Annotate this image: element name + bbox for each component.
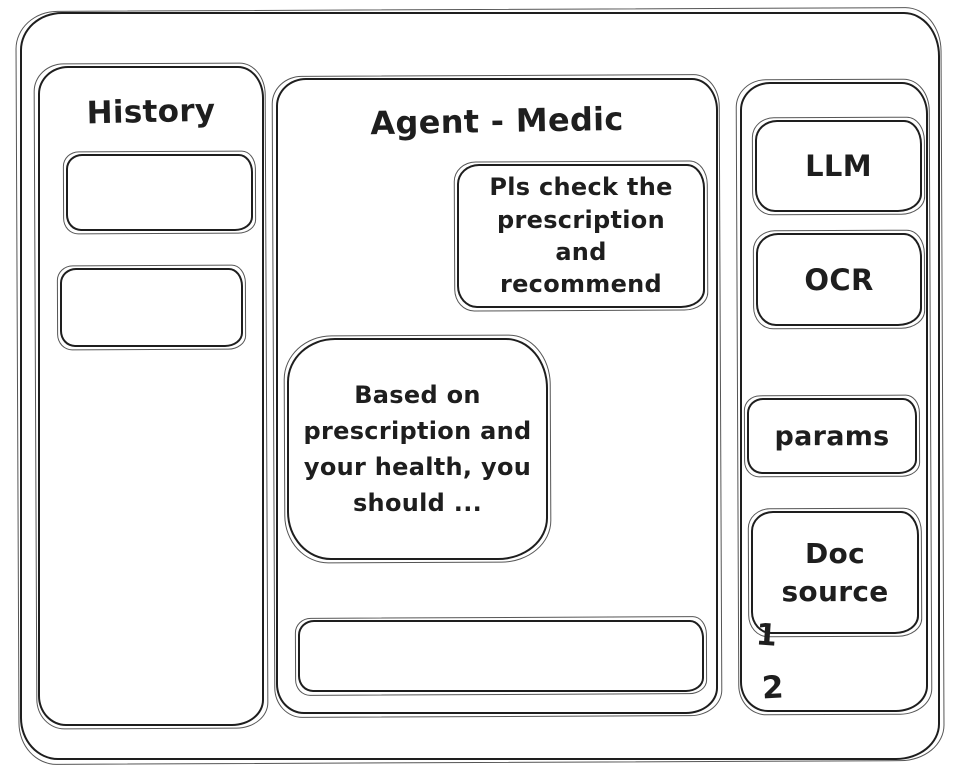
ocr-button-label: OCR xyxy=(804,262,874,297)
params-button-label: params xyxy=(774,420,890,452)
doc-source-button[interactable]: Doc source xyxy=(751,511,919,634)
assistant-message-text: Based on prescription and your health, y… xyxy=(303,381,532,517)
chat-input[interactable] xyxy=(298,620,704,692)
user-message-text: Pls check the prescription and recommend xyxy=(489,173,673,299)
ocr-button[interactable]: OCR xyxy=(756,233,922,326)
history-item[interactable] xyxy=(60,268,243,347)
chat-panel: Agent - Medic Pls check the prescription… xyxy=(276,78,718,714)
chat-title: Agent - Medic xyxy=(370,99,624,143)
doc-source-button-label: Doc source xyxy=(781,536,889,608)
history-item[interactable] xyxy=(66,154,253,231)
doc-source-item-2[interactable]: 2 xyxy=(761,669,785,707)
llm-button-label: LLM xyxy=(805,149,872,183)
assistant-message-bubble: Based on prescription and your health, y… xyxy=(287,338,548,560)
tools-sidebar: LLM OCR params Doc source 1 2 xyxy=(740,82,928,712)
history-title: History xyxy=(86,92,216,132)
doc-source-item-1[interactable]: 1 xyxy=(754,617,779,654)
history-sidebar: History xyxy=(38,66,264,726)
llm-button[interactable]: LLM xyxy=(755,120,922,212)
user-message-bubble: Pls check the prescription and recommend xyxy=(457,164,705,308)
params-button[interactable]: params xyxy=(747,398,917,474)
app-window-frame: History Agent - Medic Pls check the pres… xyxy=(20,12,940,760)
